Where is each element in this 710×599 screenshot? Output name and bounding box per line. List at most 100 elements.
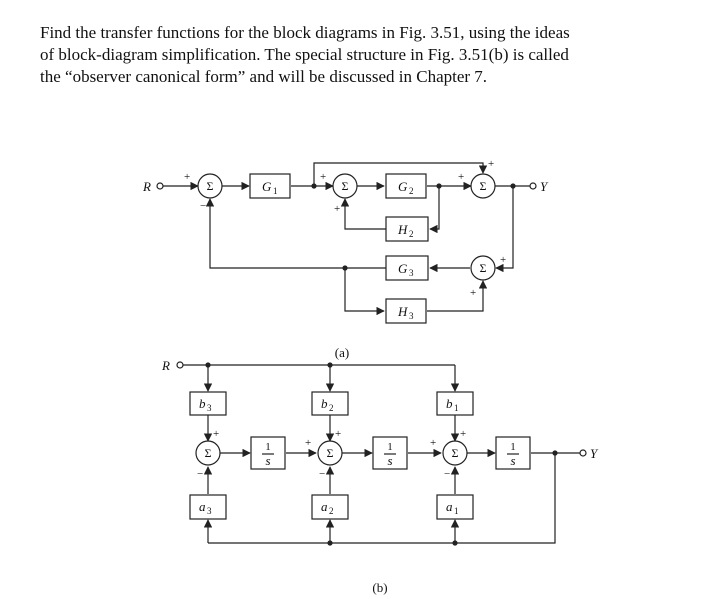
block-a2-label: a <box>321 499 328 514</box>
summing-junction-s3: Σ <box>470 173 496 199</box>
block-g3-subscript: 3 <box>409 268 414 278</box>
summing-junction-s1: Σ <box>195 440 221 466</box>
input-terminal <box>156 182 164 190</box>
block-b3: b 3 <box>189 391 227 416</box>
sum-symbol: Σ <box>480 261 487 275</box>
block-b2-subscript: 2 <box>329 403 334 413</box>
block-b2: b 2 <box>311 391 349 416</box>
wire-to-h3 <box>344 268 385 316</box>
block-a1-label: a <box>446 499 453 514</box>
block-h2-label: H <box>397 222 408 237</box>
sign-s3-top: + <box>488 158 494 170</box>
summing-junction-s3: Σ <box>442 440 468 466</box>
sign-s2-top: + <box>335 428 341 440</box>
wire-h3-to-s4 <box>427 280 488 312</box>
block-a3-label: a <box>199 499 206 514</box>
sign-s3-left: + <box>430 437 436 449</box>
sign-s1-top: + <box>213 428 219 440</box>
figure-b-wires <box>183 364 580 544</box>
block-g2: G 2 <box>385 173 427 199</box>
sign-s1-input: + <box>184 171 190 183</box>
figure-b: R Y b 3 b 2 b 1 Σ <box>161 358 599 595</box>
block-g1-subscript: 1 <box>273 186 278 196</box>
integrator-numerator: 1 <box>265 441 271 453</box>
wire-y-to-s4 <box>495 186 514 273</box>
integrator-denominator: s <box>510 453 515 468</box>
figure-a-wires <box>163 162 530 316</box>
block-a3: a 3 <box>189 494 227 520</box>
output-label-y: Y <box>540 179 549 194</box>
junction-dot <box>327 540 333 546</box>
wire-feedback-to-s1 <box>205 198 386 269</box>
input-label-r: R <box>161 358 170 373</box>
block-b3-label: b <box>199 396 206 411</box>
block-g2-subscript: 2 <box>409 186 414 196</box>
input-terminal <box>176 361 184 369</box>
junction-dot <box>327 362 333 368</box>
block-a1: a 1 <box>436 494 474 520</box>
junction-dot <box>342 265 348 271</box>
block-a2: a 2 <box>311 494 349 520</box>
block-b1-label: b <box>446 396 453 411</box>
integrator-block-3: 1 s <box>495 436 531 470</box>
integrator-denominator: s <box>265 453 270 468</box>
block-h3-label: H <box>397 304 408 319</box>
problem-line-2: of block-diagram simplification. The spe… <box>40 45 569 64</box>
block-g1-label: G <box>262 179 272 194</box>
figure-a: R Y Σ Σ Σ Σ G 1 <box>142 158 549 360</box>
problem-line-3: the “observer canonical form” and will b… <box>40 67 488 86</box>
junction-dot <box>205 362 211 368</box>
integrator-block-1: 1 s <box>250 436 286 470</box>
sum-symbol: Σ <box>452 446 459 460</box>
sum-symbol: Σ <box>205 446 212 460</box>
figure-a-caption: (a) <box>335 345 349 360</box>
block-b3-subscript: 3 <box>207 403 212 413</box>
figure-b-caption: (b) <box>372 580 387 595</box>
block-h2: H 2 <box>385 216 429 242</box>
sign-s2-bottom: − <box>319 468 325 480</box>
block-h3-subscript: 3 <box>409 311 414 321</box>
sign-s3-top: + <box>460 428 466 440</box>
summing-junction-s4: Σ <box>470 255 496 281</box>
block-a1-subscript: 1 <box>454 506 459 516</box>
summing-junction-s2: Σ <box>317 440 343 466</box>
output-terminal <box>579 449 587 457</box>
block-g2-label: G <box>398 179 408 194</box>
junction-dot <box>552 450 558 456</box>
wire-h2-to-s2 <box>340 198 386 230</box>
block-a2-subscript: 2 <box>329 506 334 516</box>
sum-symbol: Σ <box>480 179 487 193</box>
summing-junction-s2: Σ <box>332 173 358 199</box>
block-b1: b 1 <box>436 391 474 416</box>
sign-s3-left: + <box>458 171 464 183</box>
wire-output-feedback-bus <box>208 453 556 544</box>
junction-dot <box>452 540 458 546</box>
sign-s1-feedback: − <box>200 200 206 212</box>
sign-s2-bottom: + <box>334 203 340 215</box>
sign-s3-bottom: − <box>444 468 450 480</box>
integrator-numerator: 1 <box>510 441 516 453</box>
block-h2-subscript: 2 <box>409 229 414 239</box>
junction-dot <box>436 183 442 189</box>
sign-s1-bottom: − <box>197 468 203 480</box>
summing-junction-s1: Σ <box>197 173 223 199</box>
block-g3: G 3 <box>385 255 429 281</box>
sign-s4-bottom: + <box>470 287 476 299</box>
integrator-block-2: 1 s <box>372 436 408 470</box>
problem-line-1: Find the transfer functions for the bloc… <box>40 23 570 42</box>
block-a3-subscript: 3 <box>207 506 212 516</box>
block-b1-subscript: 1 <box>454 403 459 413</box>
sum-symbol: Σ <box>207 179 214 193</box>
integrator-numerator: 1 <box>387 441 393 453</box>
input-label-r: R <box>142 179 151 194</box>
junction-dot <box>510 183 516 189</box>
block-g1: G 1 <box>249 173 291 199</box>
sum-symbol: Σ <box>342 179 349 193</box>
wire-feedforward-top <box>313 162 488 186</box>
sign-s4-right: + <box>500 254 506 266</box>
output-terminal <box>529 182 537 190</box>
block-g3-label: G <box>398 261 408 276</box>
sign-s2-left: + <box>305 437 311 449</box>
